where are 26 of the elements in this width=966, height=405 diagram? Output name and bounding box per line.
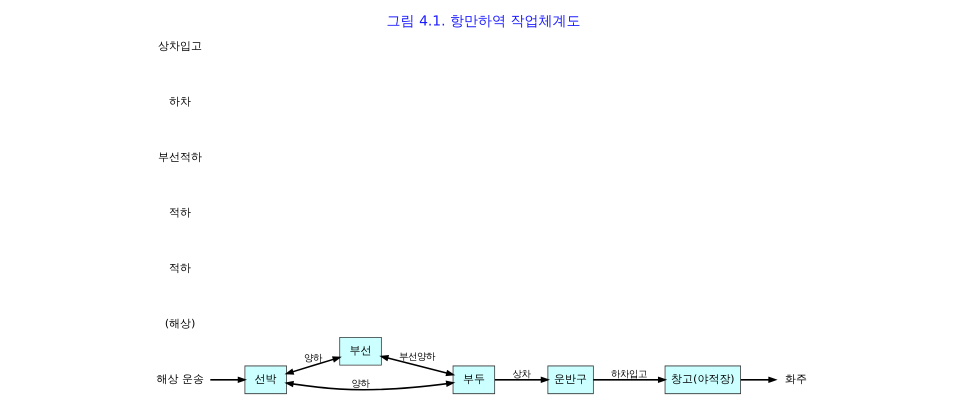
label: 부선적하 bbox=[158, 150, 202, 164]
node-box: 창고(야적장) bbox=[664, 366, 740, 394]
node-box: 부선 bbox=[338, 337, 382, 366]
diagram-title: 그림 4.1. 항만하역 작업체계도 bbox=[386, 14, 580, 30]
label: 적하 bbox=[168, 206, 191, 220]
node-box: 부두 bbox=[452, 366, 495, 394]
arrow bbox=[284, 356, 342, 375]
edge-label: 부선양하 bbox=[398, 351, 435, 362]
node-box: 선박 bbox=[244, 366, 286, 394]
node-text: 해상 운송 bbox=[156, 372, 204, 386]
arrow bbox=[284, 380, 455, 390]
arrow bbox=[593, 376, 667, 384]
node-box: 운반구 bbox=[546, 366, 594, 394]
node-text: 화주 bbox=[784, 372, 807, 386]
arrow bbox=[378, 355, 455, 376]
arrow bbox=[740, 376, 778, 384]
label: 적하 bbox=[168, 262, 191, 275]
label: 상차입고 bbox=[158, 40, 202, 53]
edge-label: 양하 bbox=[351, 378, 370, 390]
edge-label: 양하 bbox=[304, 353, 322, 364]
label: (해상) bbox=[164, 317, 195, 330]
arrow bbox=[494, 376, 550, 384]
arrow bbox=[210, 376, 247, 384]
label: 하차 bbox=[168, 95, 191, 108]
edge-label: 하차입고 bbox=[610, 369, 647, 380]
edge-label: 상차 bbox=[512, 369, 530, 380]
